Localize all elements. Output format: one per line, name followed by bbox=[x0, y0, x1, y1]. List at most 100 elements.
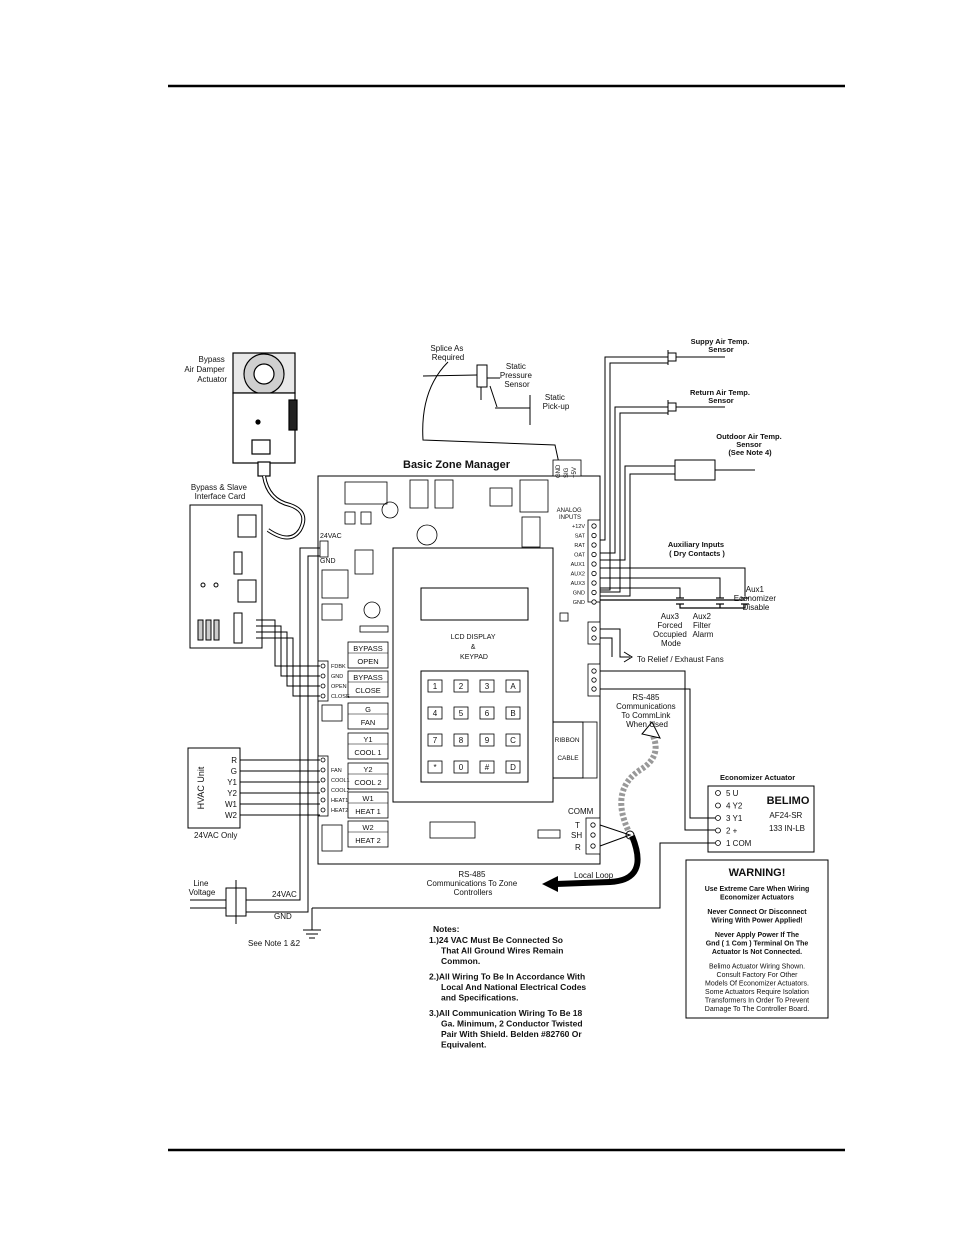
actuator-cable bbox=[262, 475, 306, 540]
relay-top-label: BYPASS bbox=[353, 644, 382, 653]
belimo-term-label: 1 COM bbox=[726, 839, 752, 848]
tb-hvac-label: HEAT2 bbox=[331, 808, 348, 814]
board-24vac-label: 24VAC bbox=[320, 533, 342, 540]
key-label: 9 bbox=[485, 736, 490, 745]
warning-title: WARNING! bbox=[729, 867, 786, 879]
relay-bottom-label: HEAT 1 bbox=[355, 807, 381, 816]
tb-hvac-label: FAN bbox=[331, 768, 342, 774]
comm-label: COMM bbox=[568, 807, 594, 816]
bypass-slave-card bbox=[189, 504, 263, 649]
analog-term-label: RAT bbox=[574, 543, 585, 549]
warning-line: Never Apply Power If The bbox=[715, 932, 799, 939]
tb-left-label: FDBK bbox=[331, 664, 346, 670]
note-line: Pair With Shield. Belden #82760 Or bbox=[441, 1029, 582, 1039]
tb-hvac-label: COOL1 bbox=[331, 778, 350, 784]
relay-block bbox=[347, 670, 389, 698]
analog-term-label: GND bbox=[573, 600, 585, 606]
relay-block bbox=[347, 702, 389, 730]
note-line: Common. bbox=[441, 956, 480, 966]
board-gnd-label: GND bbox=[320, 558, 336, 565]
key-9 bbox=[453, 733, 469, 747]
vac24-label: 24VAC bbox=[272, 890, 297, 899]
belimo-model: AF24-SR 133 IN-LB bbox=[769, 811, 805, 833]
belimo-term-label: 3 Y1 bbox=[726, 814, 743, 823]
relay-bottom-label: CLOSE bbox=[355, 686, 380, 695]
hvac-term-label: W1 bbox=[225, 800, 238, 809]
key-label: # bbox=[485, 763, 490, 772]
splice-label: Splice As Required bbox=[430, 344, 465, 362]
relay-block bbox=[347, 762, 389, 790]
static-pressure-label: Static Pressure Sensor bbox=[500, 362, 534, 389]
key-label: D bbox=[510, 763, 516, 772]
key-13 bbox=[453, 760, 469, 774]
relay-block bbox=[347, 732, 389, 760]
key-label: B bbox=[510, 709, 515, 718]
lcd-window bbox=[420, 587, 529, 621]
hvac-term-label: R bbox=[231, 756, 237, 765]
aux-inputs-label: Auxiliary Inputs ( Dry Contacts ) bbox=[668, 540, 726, 558]
hvac-term-label: W2 bbox=[225, 811, 238, 820]
aux2-label: Aux2 Filter Alarm bbox=[693, 612, 714, 639]
supply-air-label: Suppy Air Temp. Sensor bbox=[691, 337, 752, 354]
analog-term-label: GND bbox=[573, 591, 585, 597]
key-2 bbox=[479, 679, 495, 693]
key-6 bbox=[479, 706, 495, 720]
static-pressure-sensor bbox=[422, 361, 561, 469]
tb-hvac-label: COOL2 bbox=[331, 788, 350, 794]
comm-term-r: R bbox=[575, 843, 581, 852]
hvac-term-label: Y2 bbox=[227, 789, 237, 798]
aux1-label: Aux1 Economizer Disable bbox=[734, 585, 778, 612]
bypass-actuator bbox=[232, 352, 298, 477]
note-line: 1.)24 VAC Must Be Connected So bbox=[429, 935, 563, 945]
hvac-unit bbox=[187, 747, 241, 829]
rs485-commlink-label: RS-485 Communications To CommLink When U… bbox=[616, 693, 678, 729]
key-11 bbox=[505, 733, 521, 747]
static-pickup-label: Static Pick-up bbox=[543, 393, 570, 411]
bypass-actuator-label: Bypass Air Damper Actuator bbox=[184, 355, 227, 384]
note-line: 2.)All Wiring To Be In Accordance With bbox=[429, 972, 585, 982]
hvac-unit-label: HVAC Unit bbox=[196, 766, 206, 809]
relay-top-label: Y2 bbox=[363, 765, 372, 774]
relief-fan-wiring bbox=[600, 628, 633, 663]
lcd-label: LCD DISPLAY & KEYPAD bbox=[451, 634, 498, 661]
note-line: Ga. Minimum, 2 Conductor Twisted bbox=[441, 1019, 583, 1029]
pressure-term-5v: +5V bbox=[572, 467, 578, 478]
rs485-commlink-arrow bbox=[618, 728, 659, 832]
ribbon-label: RIBBON CABLE bbox=[555, 737, 582, 762]
hvac-term-label: G bbox=[231, 767, 237, 776]
relief-fans-label: To Relief / Exhaust Fans bbox=[637, 655, 724, 664]
warning-line: Consult Factory For Other bbox=[717, 972, 799, 979]
line-voltage-label: Line Voltage bbox=[189, 879, 216, 897]
pressure-term-sig: SIG bbox=[564, 467, 570, 478]
key-5 bbox=[453, 706, 469, 720]
key-7 bbox=[505, 706, 521, 720]
relay-bottom-label: COOL 1 bbox=[354, 748, 381, 757]
warning-line: Wiring With Power Applied! bbox=[711, 918, 802, 925]
key-8 bbox=[427, 733, 443, 747]
aux3-label: Aux3 Forced Occupied Mode bbox=[653, 612, 689, 648]
relay-block bbox=[347, 820, 389, 848]
aux-contacts bbox=[600, 597, 749, 609]
belimo-actuator bbox=[707, 785, 815, 853]
gnd-label: GND bbox=[274, 912, 292, 921]
key-label: 4 bbox=[433, 709, 438, 718]
comm-term-sh: SH bbox=[571, 831, 582, 840]
analog-term-label: AUX1 bbox=[571, 562, 585, 568]
outdoor-air-sensor bbox=[674, 459, 755, 481]
comm-term-t: T bbox=[575, 821, 580, 830]
bypass-wiring bbox=[256, 619, 320, 697]
relay-top-label: G bbox=[365, 705, 371, 714]
analog-term-label: AUX3 bbox=[571, 581, 585, 587]
analog-term-label: +12V bbox=[572, 524, 585, 530]
warning-line: Use Extreme Care When Wiring bbox=[705, 886, 810, 893]
relay-top-label: BYPASS bbox=[353, 673, 382, 682]
hvac-term-label: Y1 bbox=[227, 778, 237, 787]
key-label: A bbox=[510, 682, 516, 691]
key-14 bbox=[479, 760, 495, 774]
warning-line: Actuator Is Not Connected. bbox=[712, 949, 802, 956]
relay-bottom-label: COOL 2 bbox=[354, 778, 381, 787]
